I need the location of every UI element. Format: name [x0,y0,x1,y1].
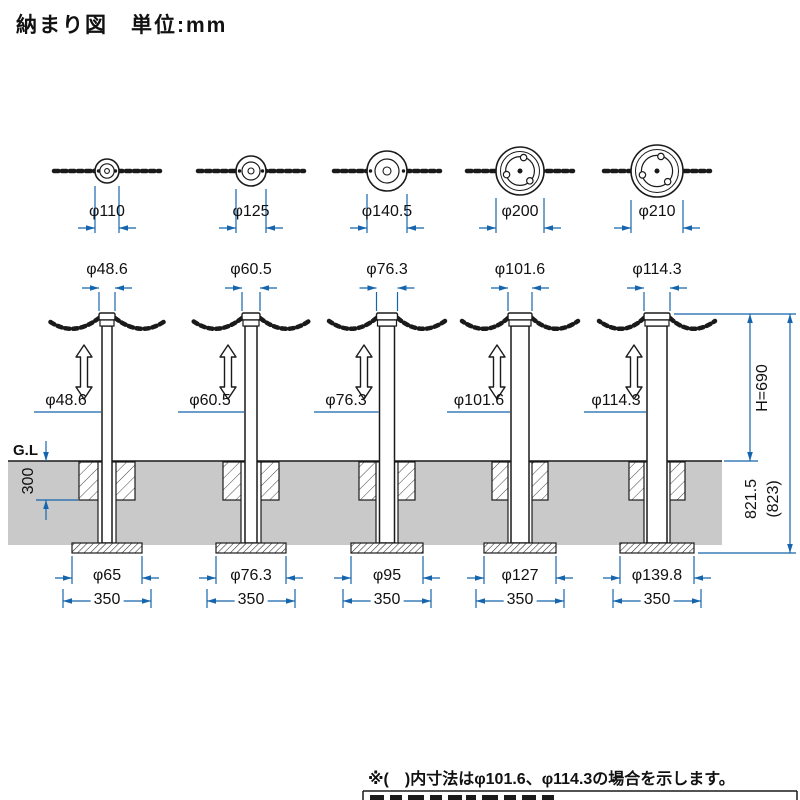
base-width-label: 350 [370,591,404,609]
bollard-column-4 [447,146,581,608]
embed-depth-label: 300 [20,467,37,495]
embed-depth-dimension [36,441,78,520]
height-dimensions [674,313,796,554]
top-view-diameter-label: φ125 [232,203,270,220]
base-diameter-label: φ127 [501,567,539,584]
cap-diameter-label: φ60.5 [230,261,272,278]
post-diameter-label: φ114.3 [591,392,641,409]
cap-diameter-label: φ48.6 [86,261,128,278]
bollard-column-5 [584,144,718,608]
bollard-column-1 [34,158,168,608]
base-width-label: 350 [90,591,124,609]
base-diameter-label: φ65 [92,567,122,584]
base-diameter-label: φ76.3 [230,567,272,584]
height-above-ground-label: H=690 [754,364,771,412]
bollard-column-2 [178,155,312,608]
base-width-label: 350 [503,591,537,609]
post-diameter-label: φ60.5 [189,392,231,409]
cap-diameter-label: φ114.3 [632,261,682,278]
top-view-diameter-label: φ210 [638,203,676,220]
post-diameter-label: φ48.6 [45,392,87,409]
cap-diameter-label: φ76.3 [366,261,408,278]
footnote-rule [362,790,798,800]
total-height-paren-label: (823) [765,480,782,518]
base-width-label: 350 [234,591,268,609]
top-view-diameter-label: φ140.5 [361,203,413,220]
base-diameter-label: φ95 [372,567,402,584]
ground-level-label: G.L [13,442,38,459]
post-diameter-label: φ76.3 [325,392,367,409]
total-height-label: 821.5 [743,478,760,520]
cap-diameter-label: φ101.6 [494,261,546,278]
top-view-diameter-label: φ110 [89,203,125,220]
post-diameter-label: φ101.6 [453,392,505,409]
page-title: 納まり図 単位:mm [16,14,228,37]
footnote: ※( )内寸法はφ101.6、φ114.3の場合を示します。 [368,771,735,788]
top-view-diameter-label: φ200 [501,203,539,220]
base-diameter-label: φ139.8 [631,567,683,584]
bollard-column-3 [314,150,448,608]
base-width-label: 350 [640,591,674,609]
